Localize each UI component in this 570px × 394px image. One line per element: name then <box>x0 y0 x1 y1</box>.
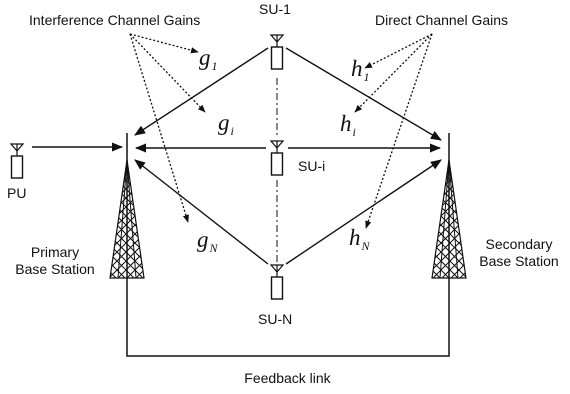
secondary-base-station-tower <box>431 133 467 282</box>
gain-hi: hi <box>340 111 356 140</box>
feedback-link-label: Feedback link <box>244 370 331 386</box>
pu-antenna-icon <box>10 143 24 179</box>
secondary-bs-label-line1: Secondary <box>485 236 553 252</box>
gain-h1: h1 <box>351 56 370 85</box>
sui-label: SU-i <box>298 158 326 174</box>
pu-label: PU <box>7 185 27 201</box>
gain-hN: hN <box>349 225 370 254</box>
su1-interference-arrow <box>134 47 269 136</box>
interference-gains-title: Interference Channel Gains <box>29 12 201 28</box>
primary-bs-label-line2: Base Station <box>15 261 95 277</box>
sun-antenna-icon <box>270 264 284 300</box>
sun-interference-arrow <box>134 159 269 265</box>
su1-direct-arrow <box>285 47 442 141</box>
feedback-link-line <box>126 282 450 357</box>
su1-label: SU-1 <box>259 1 291 17</box>
gain-g1: g1 <box>199 45 218 74</box>
secondary-bs-label-line2: Base Station <box>479 253 559 269</box>
primary-base-station-tower <box>109 133 145 282</box>
sun-direct-arrow <box>285 159 442 265</box>
primary-bs-label-line1: Primary <box>30 244 80 260</box>
gain-gi: gi <box>218 110 234 139</box>
sui-antenna-icon <box>270 140 284 176</box>
interference-pointers <box>129 33 206 223</box>
direct-gains-title: Direct Channel Gains <box>375 12 509 28</box>
su1-antenna-icon <box>270 34 284 70</box>
direct-pointers <box>354 33 433 229</box>
gain-gN: gN <box>197 227 218 256</box>
sun-label: SU-N <box>258 311 293 327</box>
